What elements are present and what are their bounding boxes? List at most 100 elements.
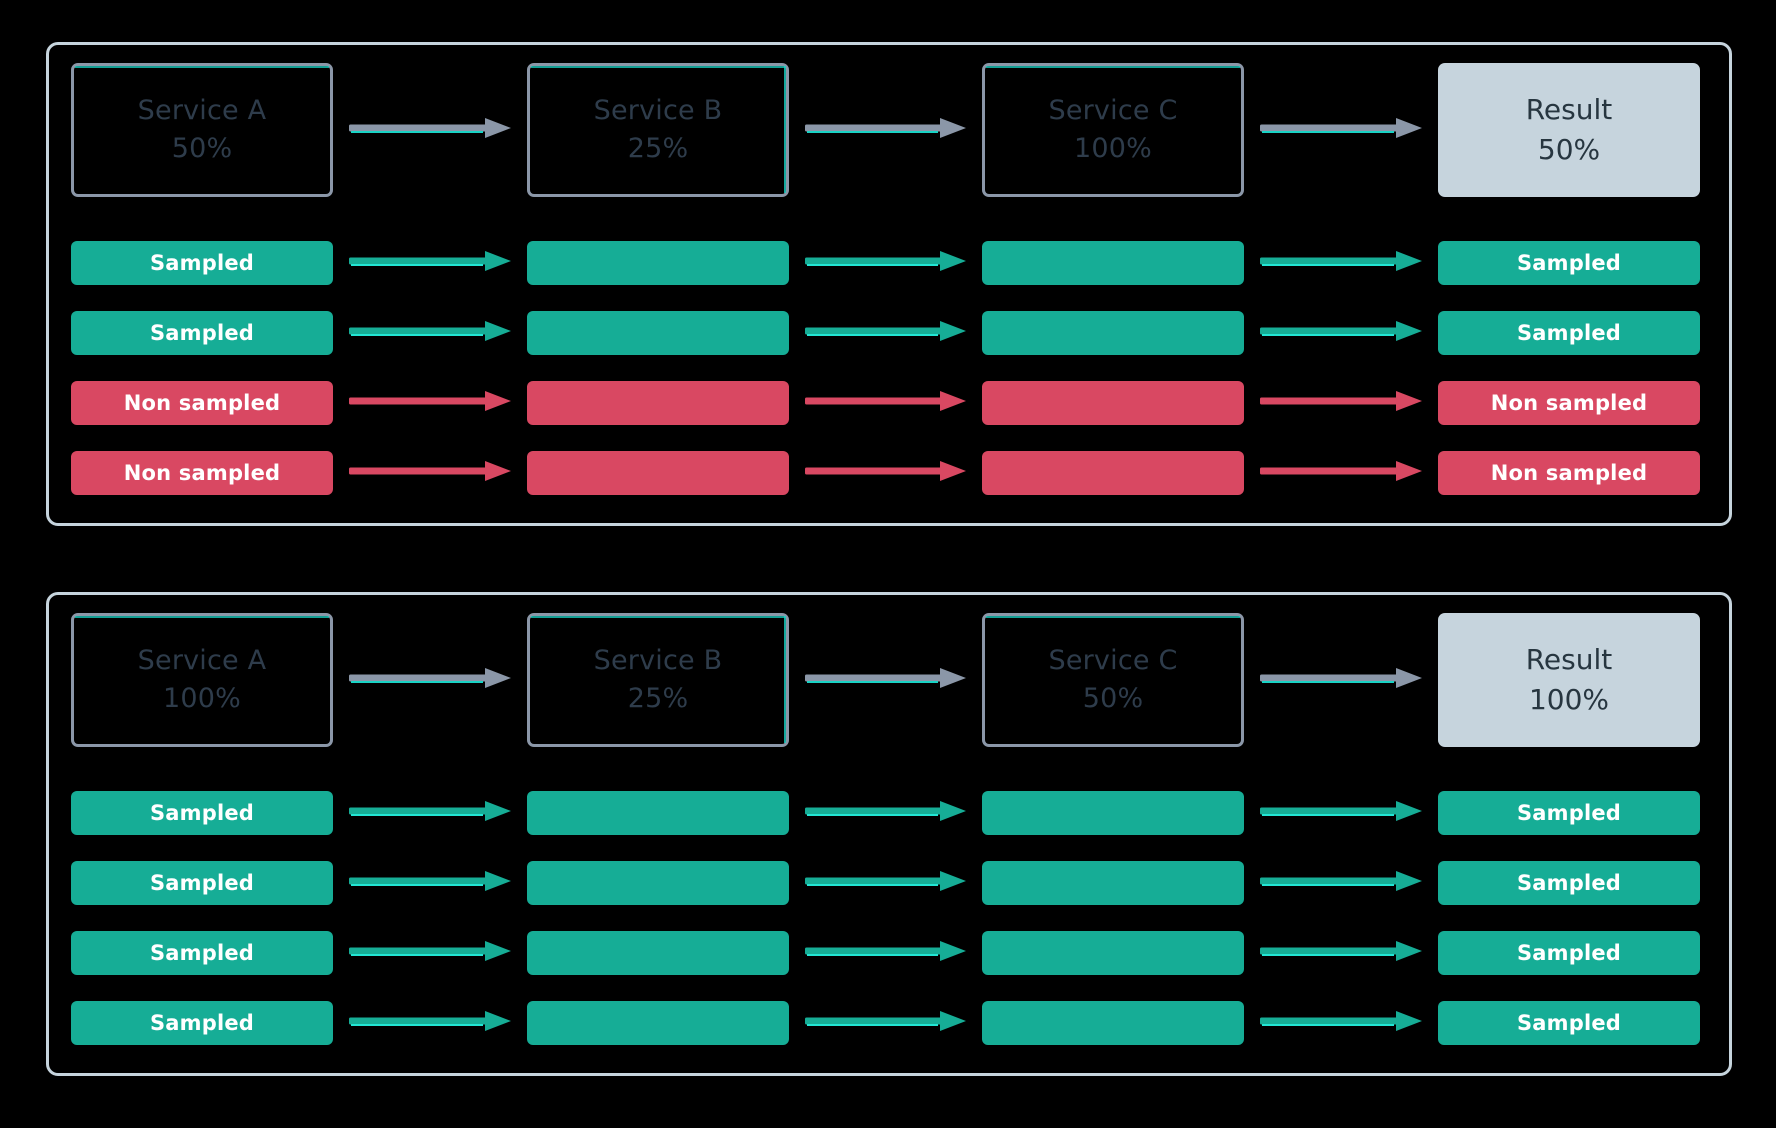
flow-bar[interactable]	[527, 1001, 789, 1045]
flow-bar[interactable]	[527, 791, 789, 835]
flow-bar[interactable]: Sampled	[1438, 931, 1700, 975]
node-percent: 50%	[171, 133, 233, 164]
node-name: Service B	[593, 94, 723, 126]
flow-bar-label: Sampled	[1516, 871, 1622, 895]
arrow-right-icon	[805, 115, 966, 141]
flow-bar[interactable]: Sampled	[71, 311, 333, 355]
arrow-right-icon	[805, 458, 966, 484]
arrow-right-icon	[349, 458, 511, 484]
node-percent: 25%	[627, 683, 689, 714]
arrow-right-icon	[805, 938, 966, 964]
arrow-right-icon	[1260, 318, 1422, 344]
arrow-right-icon	[805, 665, 966, 691]
flow-bar[interactable]: Sampled	[1438, 791, 1700, 835]
node-name: Service A	[137, 94, 267, 126]
service-accent-right	[784, 66, 786, 193]
flow-bar-label: Sampled	[149, 871, 255, 895]
flow-bar[interactable]: Sampled	[71, 791, 333, 835]
arrow-right-icon	[805, 248, 966, 274]
arrow-right-icon	[805, 868, 966, 894]
arrow-right-icon	[805, 798, 966, 824]
flow-bar[interactable]: Sampled	[1438, 311, 1700, 355]
flow-bar[interactable]: Sampled	[71, 1001, 333, 1045]
flow-bar[interactable]	[527, 931, 789, 975]
service-box[interactable]: Service C 100%	[982, 63, 1244, 197]
node-percent: 100%	[163, 683, 241, 714]
arrow-right-icon	[1260, 248, 1422, 274]
flow-bar[interactable]	[982, 791, 1244, 835]
flow-bar-label: Sampled	[149, 801, 255, 825]
flow-bar[interactable]: Sampled	[1438, 861, 1700, 905]
service-accent-top	[75, 616, 329, 618]
flow-bar[interactable]	[982, 381, 1244, 425]
node-name: Result	[1525, 643, 1613, 677]
service-box[interactable]: Service A 50%	[71, 63, 333, 197]
arrow-right-icon	[1260, 868, 1422, 894]
service-box[interactable]: Service A 100%	[71, 613, 333, 747]
flow-bar[interactable]	[982, 931, 1244, 975]
flow-bar-label: Sampled	[1516, 251, 1622, 275]
flow-bar[interactable]	[527, 451, 789, 495]
node-name: Service B	[593, 644, 723, 676]
arrow-right-icon	[349, 868, 511, 894]
arrow-right-icon	[349, 1008, 511, 1034]
arrow-right-icon	[1260, 458, 1422, 484]
flow-grid: Service A 50% Service B 25% Service C 100% Res…	[49, 45, 1729, 523]
arrow-right-icon	[349, 318, 511, 344]
flow-bar-label: Sampled	[1516, 801, 1622, 825]
service-accent-top	[986, 66, 1240, 68]
flow-bar[interactable]	[982, 861, 1244, 905]
flow-bar-label: Non sampled	[123, 461, 281, 485]
node-percent: 100%	[1528, 683, 1610, 716]
arrow-right-icon	[349, 248, 511, 274]
flow-bar-label: Non sampled	[1490, 461, 1648, 485]
arrow-right-icon	[1260, 665, 1422, 691]
node-percent: 100%	[1074, 133, 1152, 164]
service-accent-top	[531, 66, 785, 68]
flow-bar-label: Sampled	[1516, 941, 1622, 965]
flow-bar[interactable]	[982, 241, 1244, 285]
flow-bar[interactable]	[527, 311, 789, 355]
flow-bar[interactable]: Non sampled	[1438, 381, 1700, 425]
flow-bar-label: Sampled	[149, 941, 255, 965]
service-box[interactable]: Service B 25%	[527, 613, 789, 747]
flow-bar[interactable]	[982, 1001, 1244, 1045]
flow-bar[interactable]	[527, 241, 789, 285]
flow-bar-label: Sampled	[1516, 321, 1622, 345]
flow-bar[interactable]: Non sampled	[71, 451, 333, 495]
result-box[interactable]: Result 100%	[1438, 613, 1700, 747]
flow-bar[interactable]: Sampled	[71, 241, 333, 285]
service-box[interactable]: Service C 50%	[982, 613, 1244, 747]
flow-bar[interactable]	[982, 311, 1244, 355]
flow-bar[interactable]: Non sampled	[1438, 451, 1700, 495]
node-name: Service C	[1048, 644, 1178, 676]
flow-bar[interactable]: Non sampled	[71, 381, 333, 425]
flow-bar[interactable]: Sampled	[1438, 241, 1700, 285]
arrow-right-icon	[805, 318, 966, 344]
flow-bar-label: Sampled	[149, 251, 255, 275]
flow-bar-label: Sampled	[1516, 1011, 1622, 1035]
flow-bar[interactable]	[527, 381, 789, 425]
flow-bar[interactable]	[982, 451, 1244, 495]
node-percent: 50%	[1082, 683, 1144, 714]
arrow-right-icon	[349, 798, 511, 824]
node-percent: 25%	[627, 133, 689, 164]
flow-bar[interactable]	[527, 861, 789, 905]
arrow-right-icon	[805, 388, 966, 414]
flow-panel: Service A 50% Service B 25% Service C 100% Res…	[46, 42, 1732, 526]
flow-bar[interactable]: Sampled	[71, 931, 333, 975]
service-box[interactable]: Service B 25%	[527, 63, 789, 197]
service-accent-right	[784, 616, 786, 743]
node-name: Service A	[137, 644, 267, 676]
flow-bar-label: Sampled	[149, 1011, 255, 1035]
node-percent: 50%	[1537, 133, 1601, 166]
node-name: Service C	[1048, 94, 1178, 126]
flow-bar[interactable]: Sampled	[71, 861, 333, 905]
flow-panel: Service A 100% Service B 25% Service C 50% Res…	[46, 592, 1732, 1076]
flow-grid: Service A 100% Service B 25% Service C 50% Res…	[49, 595, 1729, 1073]
flow-bar[interactable]: Sampled	[1438, 1001, 1700, 1045]
flow-bar-label: Non sampled	[123, 391, 281, 415]
service-accent-top	[531, 616, 785, 618]
